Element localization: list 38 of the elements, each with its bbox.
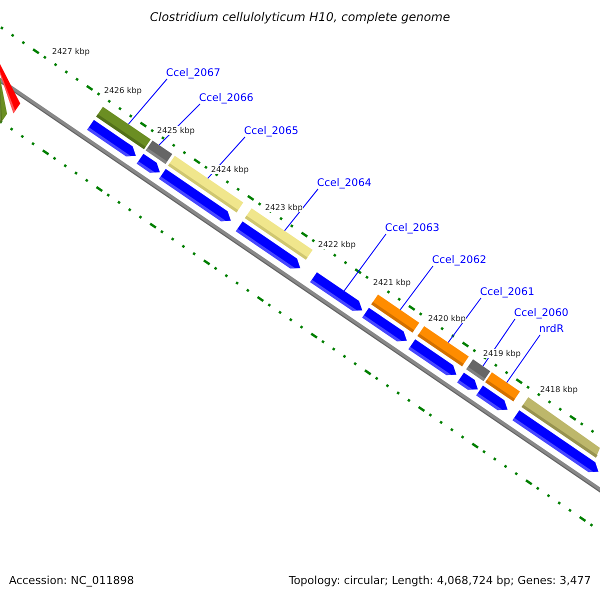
accession-text: Accession: NC_011898 xyxy=(9,574,134,587)
gene-block xyxy=(408,339,456,376)
gene-label: Ccel_2062 xyxy=(432,254,486,266)
gene-bar xyxy=(0,77,8,124)
gene-block xyxy=(362,308,407,342)
leader-line xyxy=(128,78,168,125)
gene-label: Ccel_2065 xyxy=(244,125,298,137)
genome-info-text: Topology: circular; Length: 4,068,724 bp; Genes: 3,477 xyxy=(288,574,591,587)
gene-block xyxy=(476,386,508,410)
gene-label: Ccel_2060 xyxy=(514,307,568,319)
scale-label: 2422 kbp xyxy=(318,240,356,249)
scale-label: 2425 kbp xyxy=(157,126,195,135)
scale-label: 2424 kbp xyxy=(211,165,249,174)
leader-line xyxy=(506,334,540,383)
leader-line xyxy=(400,266,434,310)
gene-block xyxy=(457,372,478,390)
scale-label: 2418 kbp xyxy=(540,385,578,394)
scale-label: 2427 kbp xyxy=(52,47,90,56)
gene-block xyxy=(136,154,160,173)
title: Clostridium cellulolyticum H10, complete genome xyxy=(150,10,450,24)
scale-label: 2426 kbp xyxy=(104,86,142,95)
leader-line xyxy=(448,298,482,343)
scale-label: 2420 kbp xyxy=(428,314,466,323)
leader-line xyxy=(344,234,386,292)
scale-label: 2419 kbp xyxy=(483,349,521,358)
gene-label: Ccel_2061 xyxy=(480,286,534,298)
gene-block xyxy=(236,221,300,268)
gene-block xyxy=(310,272,362,311)
gene-label: nrdR xyxy=(539,323,564,335)
scale-label: 2423 kbp xyxy=(265,203,303,212)
scale-label: 2421 kbp xyxy=(373,278,411,287)
gene-block xyxy=(87,120,136,156)
gene-label: Ccel_2067 xyxy=(166,67,220,79)
gene-label: Ccel_2066 xyxy=(199,92,254,104)
leader-line xyxy=(284,188,318,232)
gene-block xyxy=(512,410,598,472)
gene-label: Ccel_2064 xyxy=(317,177,372,189)
gene-label: Ccel_2063 xyxy=(385,222,440,234)
